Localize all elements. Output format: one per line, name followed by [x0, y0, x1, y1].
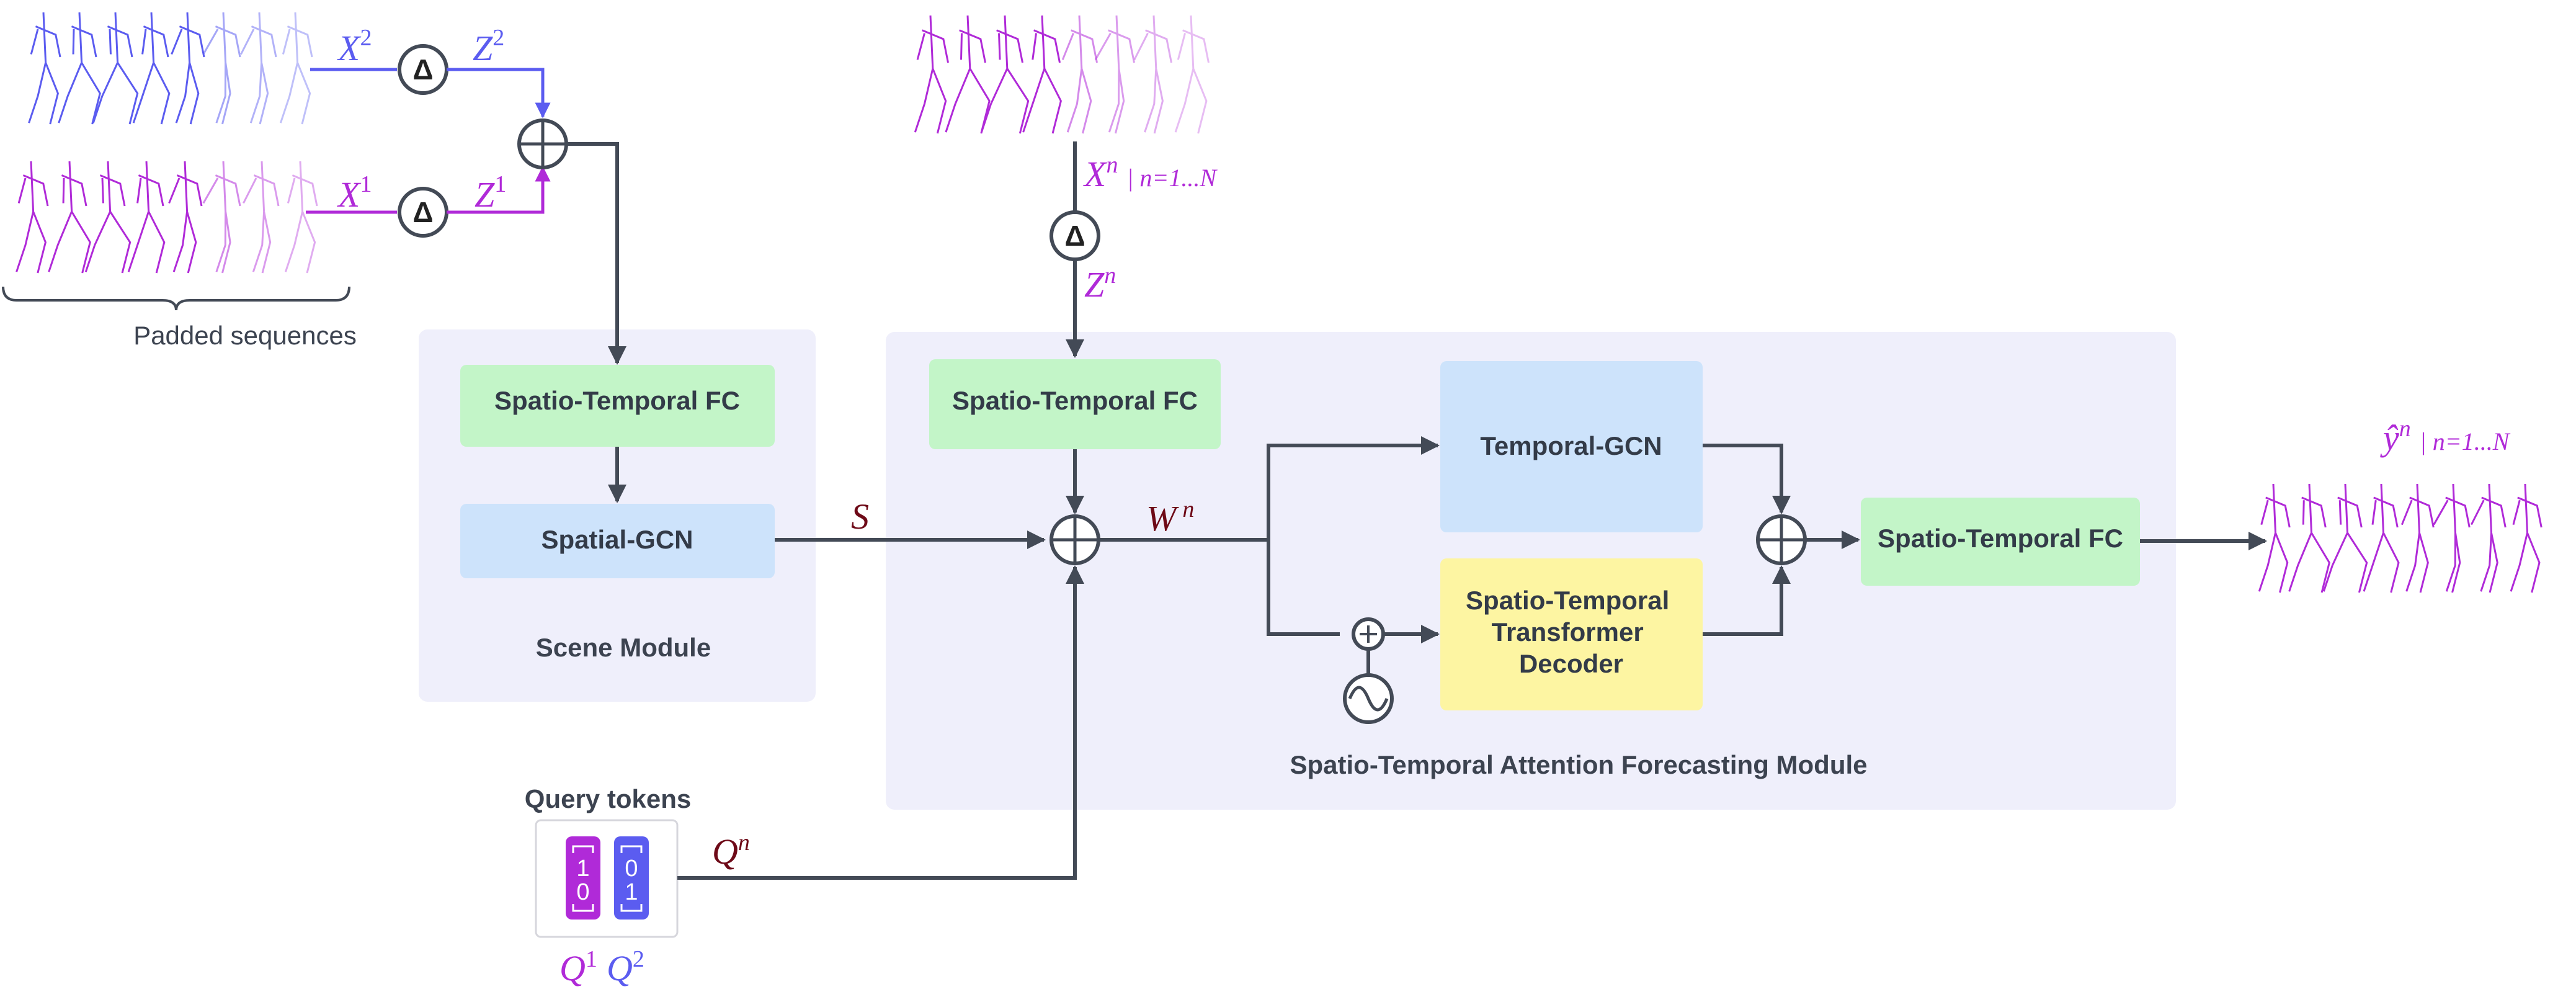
scene-module-title: Scene Module [536, 633, 711, 662]
spatial-gcn-box [460, 504, 775, 578]
delta-1-symbol: Δ [412, 196, 433, 228]
scene-fc-label: Spatio-Temporal FC [494, 386, 740, 415]
forecasting-module-title: Spatio-Temporal Attention Forecasting Mo… [1290, 750, 1867, 779]
query-tokens-panel [535, 819, 679, 938]
forecast-fc-out-box [1861, 498, 2140, 586]
add-positional-encoding-icon [1352, 617, 1385, 651]
temporal-gcn-box [1440, 361, 1703, 532]
sum-operator-input-icon [517, 119, 568, 169]
x1-symbol: X1 [337, 171, 372, 215]
query-token-1: 1 0 [566, 836, 600, 920]
z2-symbol: Z2 [473, 25, 504, 68]
xn-symbol: Xn| n=1...N [1083, 152, 1218, 194]
delta-2-symbol: Δ [412, 53, 433, 86]
scene-fc-box [460, 365, 775, 447]
q2-symbol: Q2 [607, 946, 644, 988]
transformer-decoder-label: Spatio-Temporal Transformer Decoder [1466, 586, 1677, 678]
svg-text:1: 1 [625, 879, 638, 905]
padded-sequences-label: Padded sequences [133, 321, 357, 350]
sum-operator-merge-icon [1756, 514, 1807, 565]
curly-brace-icon [2, 286, 350, 311]
query-tokens-title: Query tokens [525, 784, 691, 813]
skeleton-sequence-n-icon [914, 15, 1210, 134]
z1-symbol: Z1 [475, 171, 506, 215]
sum-operator-main-icon [1050, 514, 1100, 565]
temporal-gcn-label: Temporal-GCN [1480, 431, 1662, 460]
skeleton-sequence-2-icon [28, 12, 313, 125]
q1-symbol: Q1 [559, 946, 597, 988]
y-hat-symbol: ŷn| n=1...N [2380, 416, 2511, 458]
spatial-gcn-label: Spatial-GCN [541, 525, 693, 554]
svg-text:0: 0 [576, 879, 589, 905]
svg-text:0: 0 [625, 856, 638, 882]
transformer-decoder-box [1440, 558, 1703, 710]
delta-n-symbol: Δ [1064, 220, 1085, 252]
qn-symbol: Qn [712, 830, 750, 872]
x2-symbol: X2 [337, 25, 372, 68]
sine-wave-icon [1343, 673, 1394, 724]
zn-symbol: Zn [1084, 262, 1116, 305]
skeleton-prediction-icon [2258, 483, 2543, 593]
skeleton-sequence-1-icon [16, 161, 318, 274]
forecast-fc-out-label: Spatio-Temporal FC [1878, 524, 2123, 553]
query-token-2: 0 1 [614, 836, 649, 920]
forecast-fc-in-label: Spatio-Temporal FC [952, 386, 1198, 415]
svg-text:1: 1 [576, 856, 589, 882]
forecast-fc-in-box [929, 359, 1221, 449]
s-symbol: S [851, 496, 869, 537]
